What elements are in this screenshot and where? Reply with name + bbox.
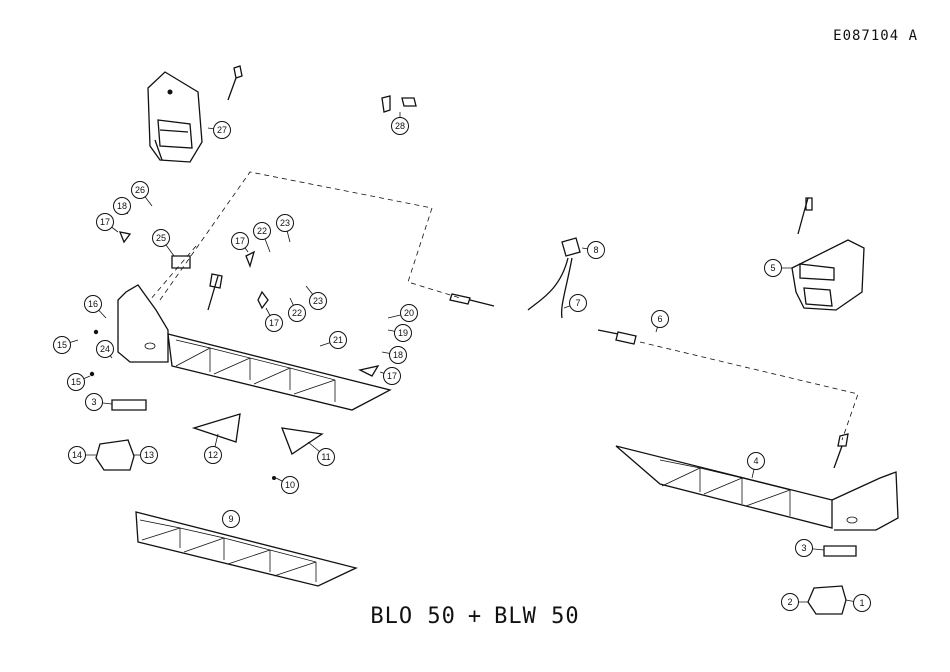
- callout-label: 27: [217, 125, 227, 135]
- bulb-holder-top: [228, 66, 242, 100]
- cable-harness: [450, 238, 636, 344]
- caption-separator: +: [468, 604, 482, 629]
- dashed-leader-lines: [150, 172, 858, 440]
- callout-6: 6: [652, 311, 669, 333]
- callout-label: 22: [257, 226, 267, 236]
- callout-24: 24: [97, 341, 114, 359]
- callout-label: 15: [71, 377, 81, 387]
- callout-15: 15: [54, 337, 79, 354]
- callout-label: 9: [228, 514, 233, 524]
- callout-label: 28: [395, 121, 405, 131]
- callout-13: 13: [134, 447, 158, 464]
- callout-label: 16: [88, 299, 98, 309]
- callout-label: 24: [100, 344, 110, 354]
- callout-label: 8: [593, 245, 598, 255]
- callout-28: 28: [392, 112, 409, 135]
- caption-model-right: BLW 50: [494, 604, 579, 629]
- callout-balloons: 27 28 26 18 17 25 23 22 17 23 22 17 16 15 24 15 20 19 18 17…: [54, 112, 871, 612]
- callout-label: 17: [387, 371, 397, 381]
- callout-3: 3: [86, 394, 113, 411]
- callout-label: 3: [91, 397, 96, 407]
- callout-label: 7: [575, 298, 580, 308]
- right-bumper-profile: [616, 434, 898, 530]
- callout-26: 26: [132, 182, 153, 207]
- callout-label: 3: [801, 543, 806, 553]
- callout-17: 17: [232, 233, 249, 253]
- callout-label: 6: [657, 314, 662, 324]
- callout-label: 14: [72, 450, 82, 460]
- callout-label: 18: [393, 350, 403, 360]
- caption-model-left: BLO 50: [370, 604, 455, 629]
- callout-label: 23: [280, 218, 290, 228]
- callout-label: 17: [235, 236, 245, 246]
- callout-5: 5: [765, 260, 793, 277]
- callout-3: 3: [796, 540, 825, 557]
- callout-17: 17: [380, 368, 401, 385]
- callout-16: 16: [85, 296, 107, 319]
- callout-8: 8: [582, 242, 605, 259]
- callout-9: 9: [223, 511, 240, 528]
- callout-label: 17: [269, 318, 279, 328]
- callout-27: 27: [208, 122, 231, 139]
- callout-15: 15: [68, 374, 91, 391]
- callout-label: 22: [292, 308, 302, 318]
- callout-11: 11: [308, 442, 335, 466]
- callout-18: 18: [114, 198, 131, 215]
- callout-25: 25: [153, 230, 175, 257]
- callout-label: 26: [135, 185, 145, 195]
- callout-18: 18: [382, 347, 407, 364]
- callout-17: 17: [266, 308, 283, 332]
- callout-label: 19: [398, 328, 408, 338]
- left-bumper-profile: [118, 285, 390, 410]
- connector-28: [382, 96, 416, 112]
- callout-label: 4: [753, 456, 758, 466]
- callout-22: 22: [254, 223, 271, 253]
- callout-7: 7: [564, 295, 587, 312]
- callout-label: 5: [770, 263, 775, 273]
- callout-label: 23: [313, 296, 323, 306]
- callout-20: 20: [388, 305, 418, 322]
- callout-label: 25: [156, 233, 166, 243]
- callout-23: 23: [306, 286, 327, 310]
- callout-14: 14: [69, 447, 97, 464]
- loose-parts-left: [90, 232, 378, 480]
- callout-4: 4: [748, 453, 765, 479]
- callout-21: 21: [320, 332, 347, 349]
- callout-label: 11: [321, 452, 330, 462]
- callout-label: 17: [100, 217, 110, 227]
- callout-label: 12: [208, 450, 218, 460]
- callout-label: 20: [404, 308, 414, 318]
- callout-22: 22: [289, 298, 306, 322]
- callout-23: 23: [277, 215, 294, 243]
- callout-10: 10: [276, 477, 299, 494]
- callout-label: 18: [117, 201, 127, 211]
- lamp-housing-5: [792, 198, 864, 310]
- lamp-housing-27: [148, 72, 202, 162]
- callout-19: 19: [388, 325, 412, 342]
- callout-17: 17: [97, 214, 119, 233]
- bumper-profile-9: [136, 512, 356, 586]
- callout-12: 12: [205, 434, 222, 464]
- callout-label: 15: [57, 340, 67, 350]
- model-caption: BLO 50 + BLW 50: [0, 604, 950, 629]
- callout-label: 13: [144, 450, 154, 460]
- callout-label: 21: [333, 335, 343, 345]
- callout-label: 10: [285, 480, 295, 490]
